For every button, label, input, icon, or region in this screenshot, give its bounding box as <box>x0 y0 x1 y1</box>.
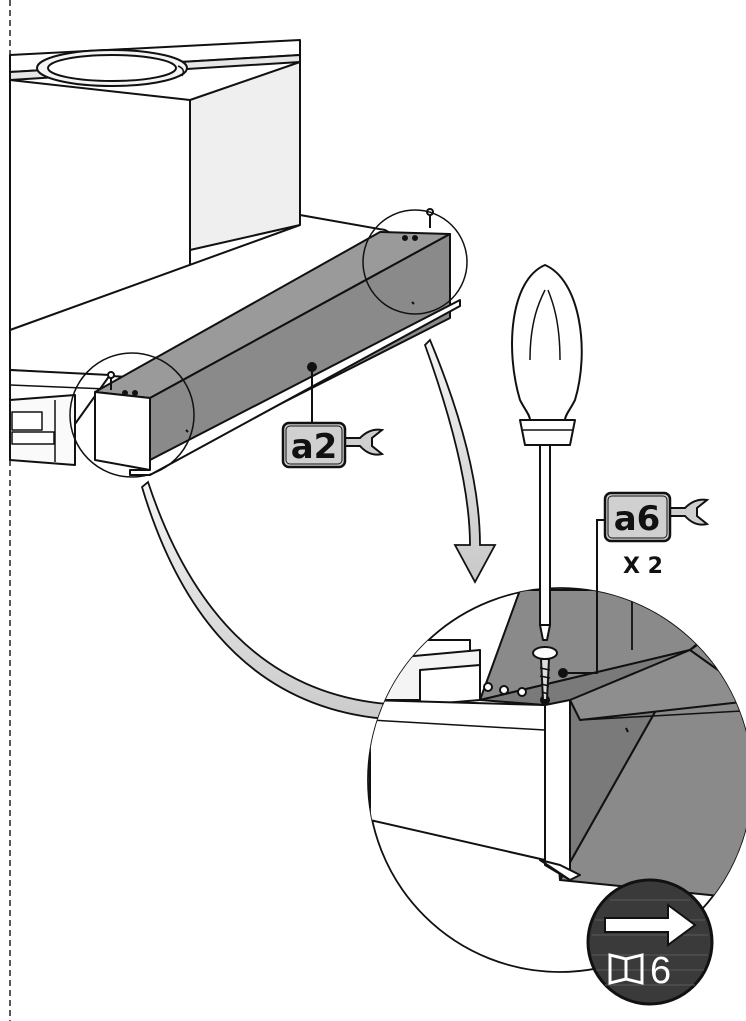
book-icon <box>608 953 644 985</box>
hood-assembly <box>9 39 441 466</box>
screwdriver-icon <box>511 264 583 641</box>
detail-circle-left <box>69 352 195 478</box>
arrow-icon-right <box>423 338 497 584</box>
detail-circle-right <box>362 209 468 315</box>
part-label-a2: a2 <box>291 427 338 467</box>
leader-a6 <box>558 519 610 678</box>
next-page-number: 6 <box>650 950 671 992</box>
next-step-badge[interactable]: 6 <box>586 878 714 1006</box>
screw-icon <box>532 646 558 701</box>
quantity-label: X 2 <box>623 554 663 579</box>
wrench-icon <box>339 428 385 456</box>
duct-cover-panel <box>94 208 461 476</box>
arrow-right-icon <box>604 903 697 947</box>
part-callout-a2: a2 <box>281 421 385 469</box>
part-label-a6: a6 <box>614 499 661 539</box>
wrench-icon <box>664 498 710 526</box>
part-callout-a6: a6 X 2 <box>603 491 710 579</box>
